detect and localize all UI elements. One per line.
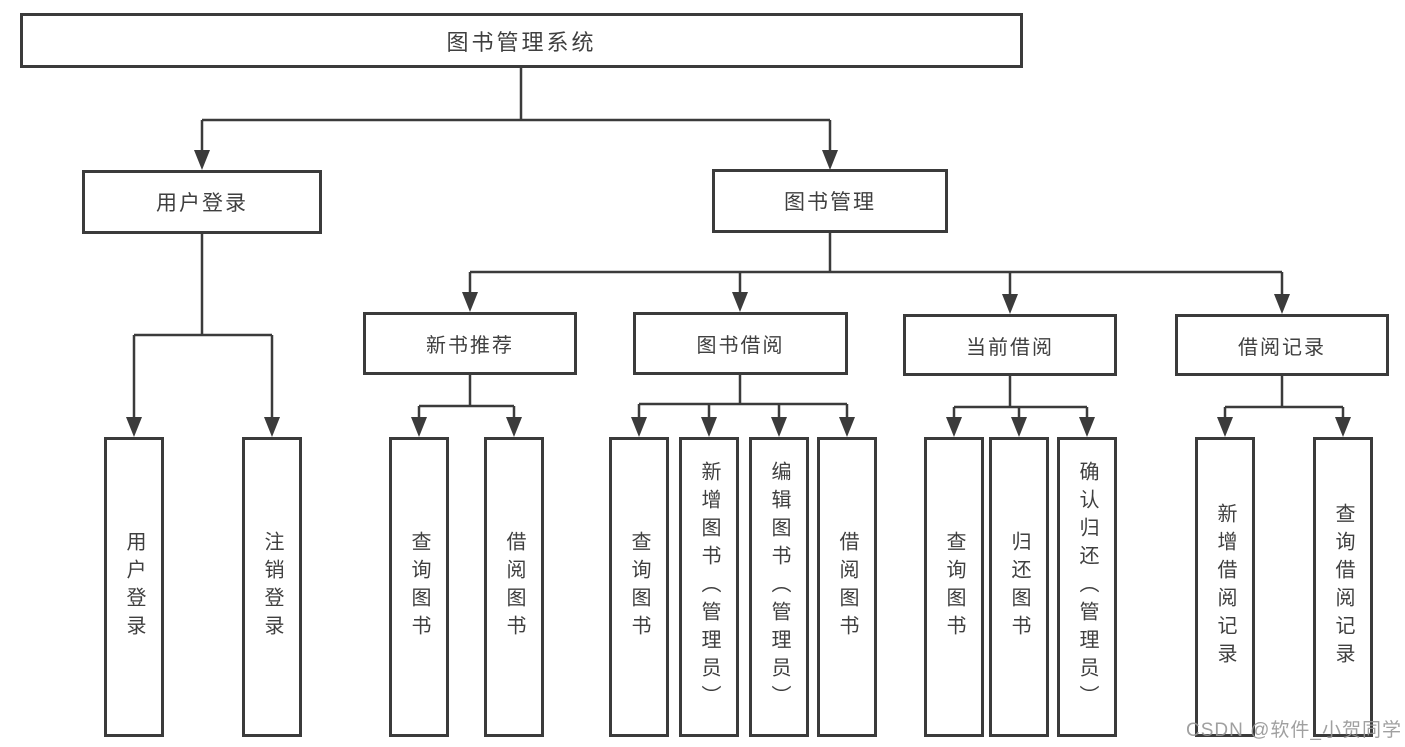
arrow-icon: [732, 292, 748, 312]
edge-record-to-leaves: [1223, 376, 1345, 419]
leaf-current-return-books: 归还图书: [989, 437, 1049, 737]
node-label: 查询借阅记录: [1332, 503, 1354, 671]
node-label: 新增图书（管理员）: [698, 461, 720, 713]
arrow-icon: [1217, 417, 1233, 437]
leaf-records-add-borrow-record: 新增借阅记录: [1195, 437, 1255, 737]
node-label: 图书管理: [784, 191, 876, 214]
arrow-icon: [264, 417, 280, 437]
arrow-icon: [1335, 417, 1351, 437]
node-label: 查询图书: [943, 531, 965, 643]
node-label: 图书管理系统: [446, 29, 597, 55]
edge-userlogin-to-leaves: [132, 234, 274, 419]
arrow-icon: [839, 417, 855, 437]
node-label: 查询图书: [408, 531, 430, 643]
leaf-records-query-borrow-record: 查询借阅记录: [1313, 437, 1373, 737]
node-user-login: 用户登录: [82, 170, 322, 234]
node-library-system: 图书管理系统: [20, 13, 1023, 68]
arrowheads: [126, 150, 1351, 437]
node-book-management: 图书管理: [712, 169, 948, 233]
arrow-icon: [1274, 294, 1290, 314]
node-current-borrow: 当前借阅: [903, 314, 1117, 376]
edge-bookmgmt-to-level3: [468, 233, 1284, 296]
arrow-icon: [506, 417, 522, 437]
node-label: 归还图书: [1008, 531, 1030, 643]
arrow-icon: [411, 417, 427, 437]
edge-root-to-level2: [200, 68, 832, 152]
node-label: 图书借阅: [696, 335, 785, 357]
node-label: 新增借阅记录: [1214, 503, 1236, 671]
node-book-borrow: 图书借阅: [633, 312, 848, 375]
leaf-borrow-query-books: 查询图书: [609, 437, 669, 737]
arrow-icon: [771, 417, 787, 437]
node-borrow-records: 借阅记录: [1175, 314, 1389, 376]
arrow-icon: [126, 417, 142, 437]
node-label: 查询图书: [628, 531, 650, 643]
leaf-current-query-books: 查询图书: [924, 437, 984, 737]
leaf-logout: 注销登录: [242, 437, 302, 737]
arrow-icon: [822, 150, 838, 170]
node-label: 借阅图书: [503, 531, 525, 643]
arrow-icon: [462, 292, 478, 312]
arrow-icon: [631, 417, 647, 437]
node-label: 编辑图书（管理员）: [768, 461, 790, 713]
node-label: 用户登录: [123, 531, 145, 643]
edge-borrow-to-leaves: [637, 375, 849, 419]
arrow-icon: [1079, 417, 1095, 437]
arrow-icon: [946, 417, 962, 437]
node-label: 确认归还（管理员）: [1076, 461, 1098, 713]
csdn-watermark: CSDN @软件_小贺同学: [1186, 720, 1402, 741]
arrow-icon: [194, 150, 210, 170]
arrow-icon: [1011, 417, 1027, 437]
node-new-book-recommend: 新书推荐: [363, 312, 577, 375]
node-label: 借阅记录: [1238, 336, 1326, 359]
leaf-newrec-borrow-books: 借阅图书: [484, 437, 544, 737]
leaf-borrow-borrow-books: 借阅图书: [817, 437, 877, 737]
edge-current-to-leaves: [952, 376, 1089, 419]
node-label: 借阅图书: [836, 531, 858, 643]
leaf-borrow-edit-books-admin: 编辑图书（管理员）: [749, 437, 809, 737]
leaf-current-confirm-return-admin: 确认归还（管理员）: [1057, 437, 1117, 737]
leaf-newrec-query-books: 查询图书: [389, 437, 449, 737]
node-label: 注销登录: [261, 531, 283, 643]
node-label: 当前借阅: [966, 336, 1054, 359]
arrow-icon: [701, 417, 717, 437]
leaf-user-login: 用户登录: [104, 437, 164, 737]
edge-newrec-to-leaves: [417, 375, 516, 419]
arrow-icon: [1002, 294, 1018, 314]
node-label: 新书推荐: [426, 335, 514, 357]
leaf-borrow-add-books-admin: 新增图书（管理员）: [679, 437, 739, 737]
node-label: 用户登录: [156, 192, 248, 215]
